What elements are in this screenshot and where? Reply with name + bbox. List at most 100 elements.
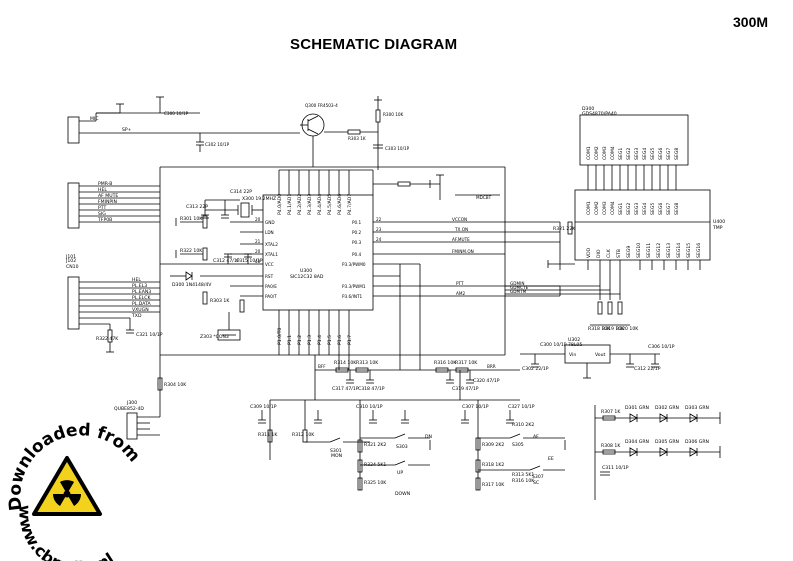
mcu-left-pin-0: GND [265,220,275,225]
driver-bottom-pin-3: STB [616,249,622,258]
mcu-bottom-pin-6: P1.6 [337,335,343,345]
key-g4-r1: R313 5K1 [512,472,534,478]
driver-top-pin-2: COM3 [602,201,608,215]
key-label-up: UP [397,470,403,476]
c303-label: C303 10/1P [385,146,410,151]
led-4: D305 GRN [655,439,679,445]
led-1: D302 GRN [655,405,679,411]
mcu-bottom-pin-3: P1.3 [307,335,313,345]
net-txon: TX.ON [454,227,468,232]
driver-top-pin-9: SEG6 [658,203,664,215]
net-brr: BRR [487,364,496,369]
mcu-right-pin-1: P0.2 [352,230,362,235]
q300-label: Q300 FR4503-4 [305,103,338,108]
j101-pin-2: AF MUTE [98,193,118,199]
j102-pin-5: VXUGN [132,307,149,313]
display-seg-8: SEG5 [650,148,656,160]
key-g4-r2: R316 10K [512,478,535,484]
mcu-u300 [262,194,374,311]
display-seg-2: COM3 [602,146,608,160]
r303-label: R303 1K [348,136,366,141]
driver-top-pin-5: SEG2 [626,203,632,215]
c313-label: C313 22P [186,204,208,210]
driver-bottom-pin-8: SEG13 [666,243,672,258]
r322b-label: R322 10K [180,248,203,254]
mcu-top-pin-2: P4.2/AD2 [297,194,303,215]
j102-pin-6: TXD [131,313,142,319]
led-res-1: R308 1K [601,443,621,449]
connector-j102 [67,276,80,330]
mcu-left-pin-6: PA0/E [265,284,277,289]
j102-pin-3: PL.ELCK [132,295,151,301]
driver-bottom-pin-10: SEG15 [686,243,692,258]
mcu-part: SIC12C32 8AD [290,274,324,280]
mcu-right-pinnum-1: 23 [376,227,382,232]
display-seg-5: SEG2 [626,148,632,160]
page-title: SCHEMATIC DIAGRAM [290,36,458,53]
j101-pin-5: SIG [98,211,106,217]
c302-label: C302 10/1P [205,142,230,147]
j101-pin-0: PMR-B [98,181,112,187]
driver-bottom-pin-4: SEG9 [626,246,632,258]
display-seg-9: SEG6 [658,148,664,160]
filter-r317: R317 10K [455,360,478,366]
net-vccon: VCCON [452,217,467,222]
d300-label: D300 1N4148/4V [172,282,212,288]
key-g2-r1: R324 5K1 [364,462,386,468]
display-seg-6: SEG3 [634,148,640,160]
display-seg-0: COM1 [586,146,592,160]
regcap-1: C302 22/1P [522,366,549,372]
driver-top-pin-0: COM1 [586,201,592,215]
r303b-label: R303 1K [210,298,230,304]
mcu-bottom-pin-5: P1.5 [327,335,333,345]
mcu-left-pin-1: LDN [265,230,274,235]
filter-r316: R316 10K [434,360,457,366]
net-gdmtm: GDMTM [510,289,527,294]
display-part: GDS4870/PA40 [582,111,617,117]
led-3: D304 GRN [625,439,649,445]
mcu-left-pinnum-0: 20 [255,217,261,222]
regcap-0: C300 10/1P [540,342,567,348]
mcu-right-pin-0: P0.1 [352,220,362,225]
j300-part: QUBE852-4D [114,406,144,412]
key-g1-r0: R311 1K [258,432,278,438]
radiation-icon [53,480,81,506]
led-res-0: R307 1K [601,409,621,415]
net-afmute: AF.MUTE [452,237,470,242]
key-g3-r0: R309 2K2 [482,442,504,448]
regcap-3: C312 22/1P [634,366,661,372]
regulator-in: Vin [569,352,576,358]
key-label-af: AF [533,434,539,440]
display-seg-4: SEG1 [618,148,624,160]
j102-part: CN10 [66,264,79,270]
j300-ref: J300 [126,400,137,406]
j101-pin-6: TFP0B [97,217,112,223]
c300-label: C300 10/1P [164,111,189,116]
key-g1-cap: C309 10/1P [250,404,277,410]
driver-bottom-pin-6: SEG11 [646,243,652,258]
driver-top-pin-6: SEG3 [634,203,640,215]
led-0: D301 GRN [625,405,649,411]
mcu-ref: U300 [300,268,312,274]
r301-label: R301 10K [180,216,203,222]
key-g3-cap: C307 10/1P [462,404,489,410]
mcu-top-pin-4: P4.4/AD4 [317,194,323,215]
driver-top-pin-7: SEG4 [642,203,648,215]
filter-c320: C320 47/1P [473,378,500,384]
filter-r314: R314 10K [334,360,357,366]
c314-label: C314 22P [230,189,252,195]
connector-j300 [126,412,138,440]
j102-pin-4: PL.DATA [132,301,151,307]
key-label-sc: SC [533,480,539,486]
driver-bottom-pin-9: SEG14 [676,243,682,258]
r320-label: R320 10K [616,326,639,332]
mcu-right-pin-4: P3.3/PWM0 [342,262,366,267]
display-d300 [579,114,689,166]
display-seg-11: SEG8 [674,148,680,160]
display-seg-3: COM4 [610,146,616,160]
mcu-right-pin-2: P0.3 [352,240,362,245]
key-g4-cap: C327 10/1P [508,404,535,410]
